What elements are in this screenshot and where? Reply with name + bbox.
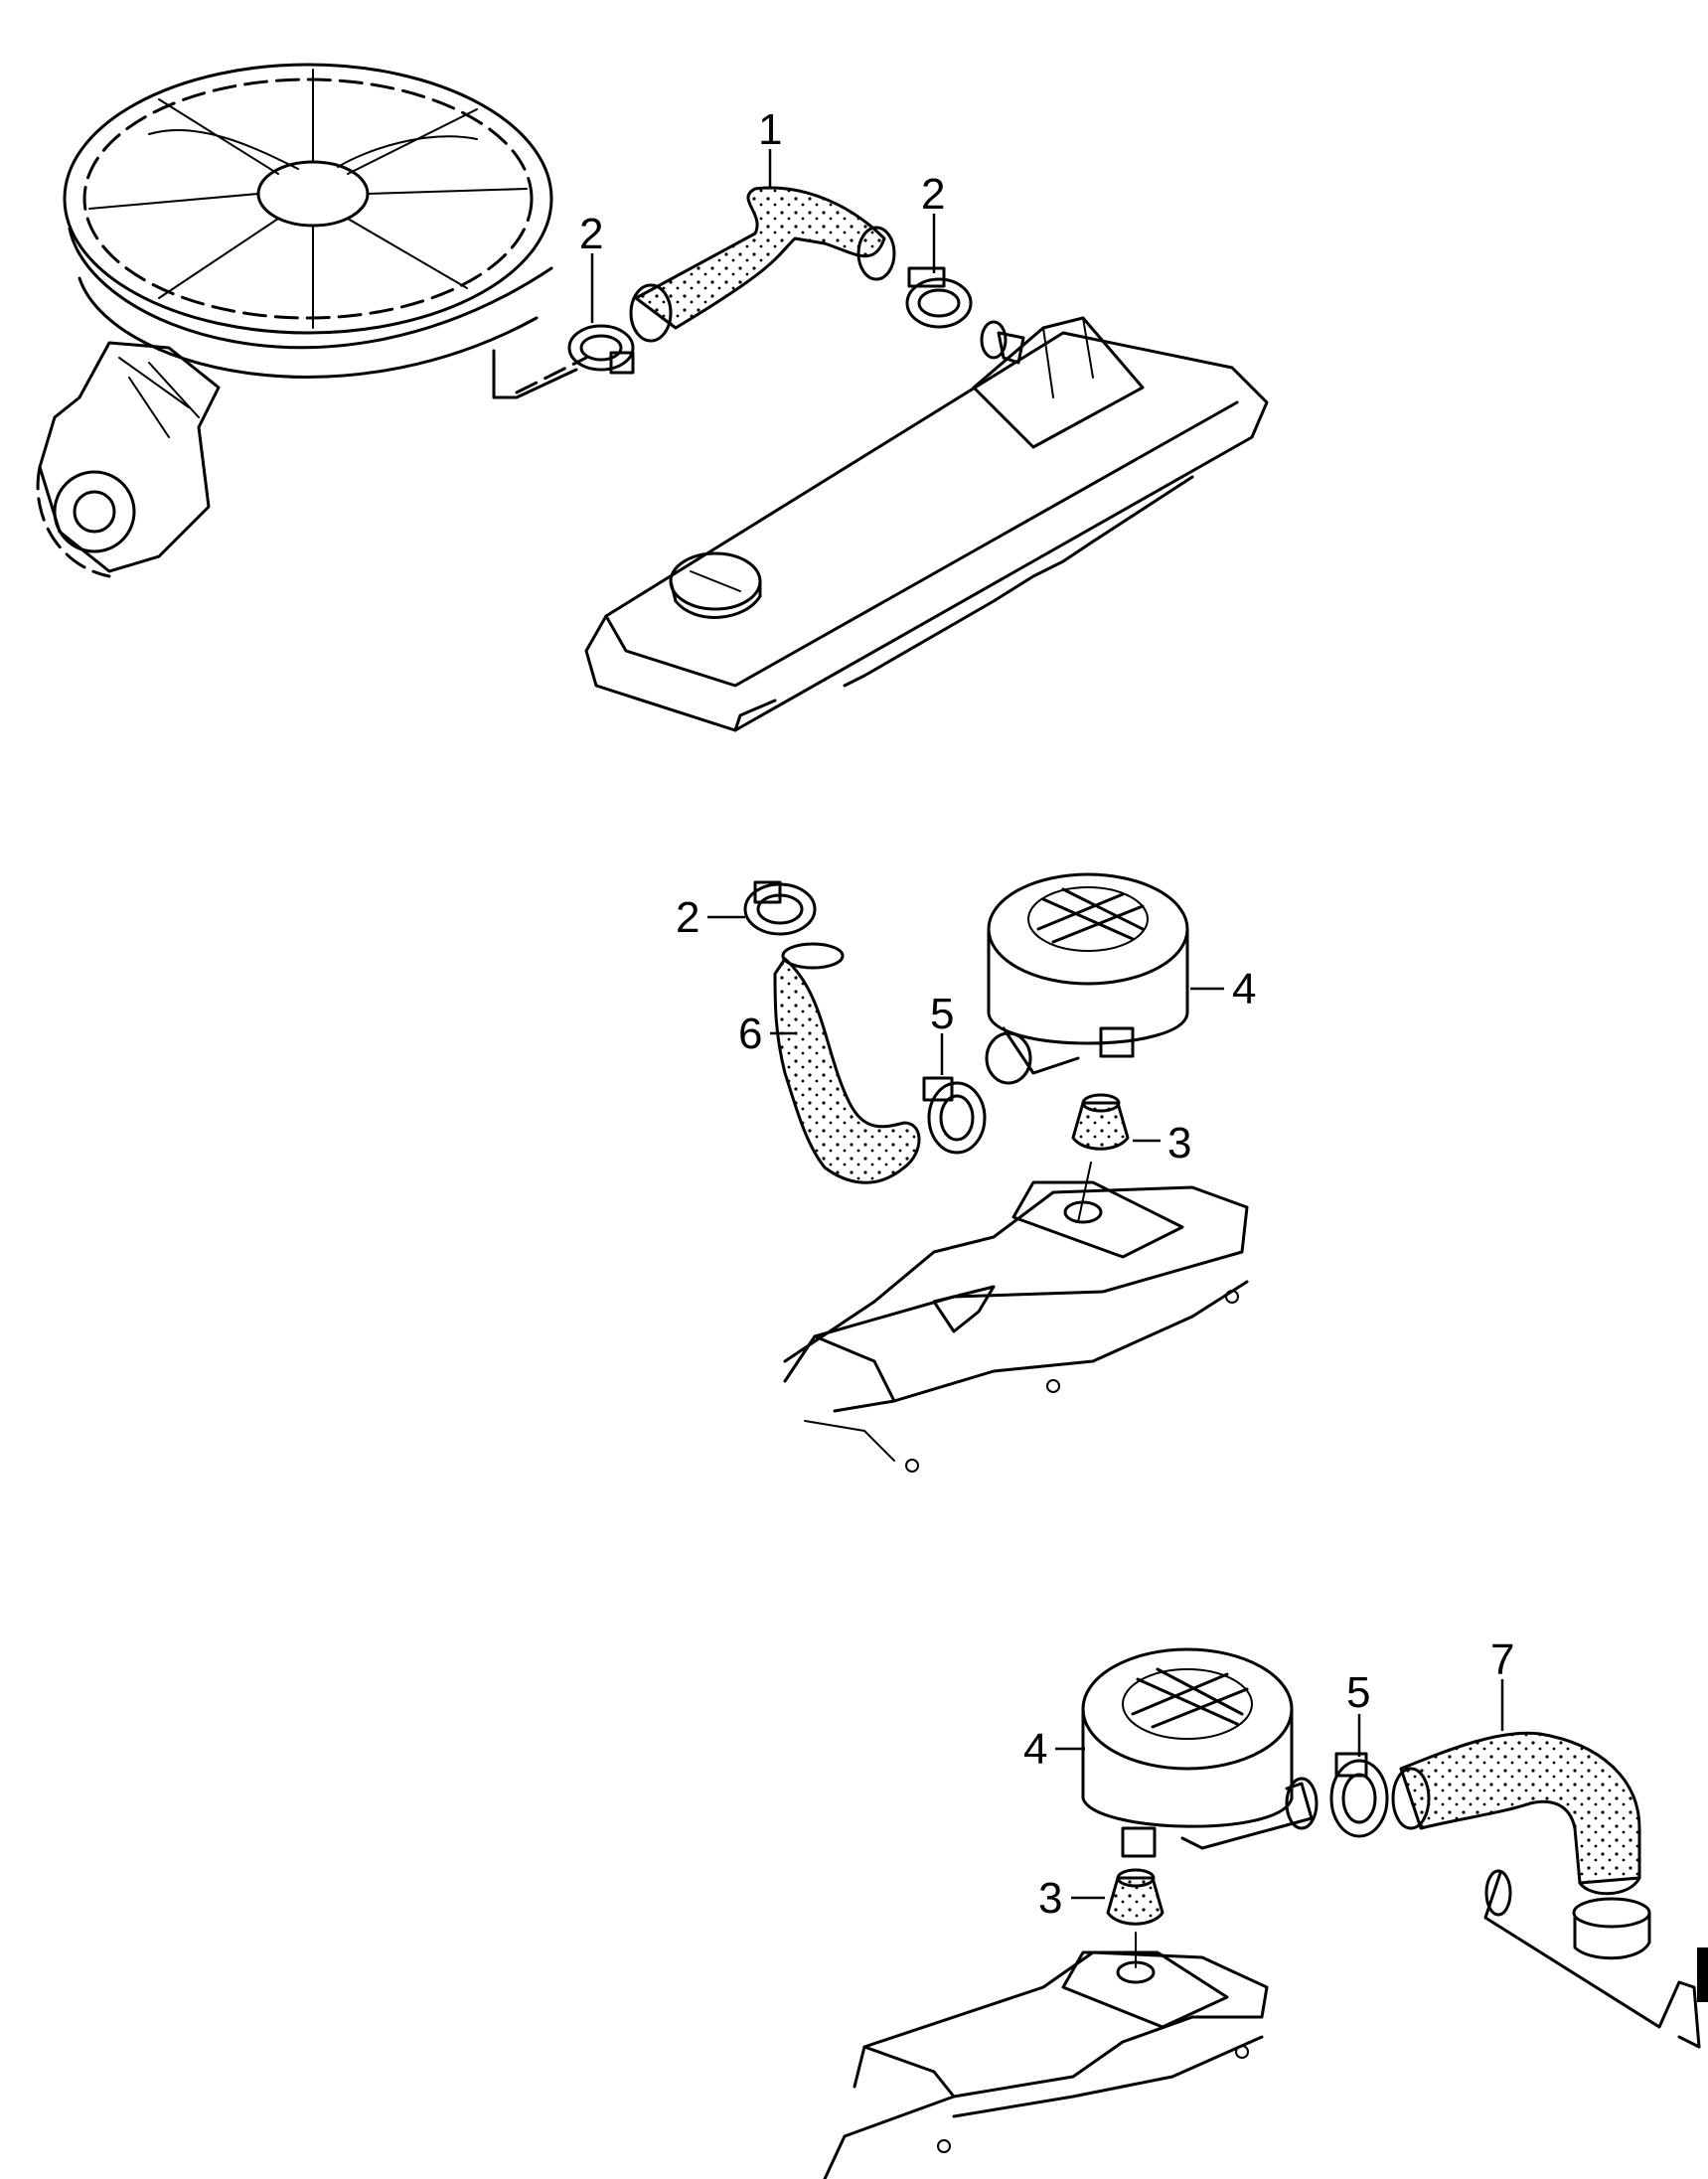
clamp-2-middle	[743, 880, 817, 936]
label-4-middle-group: 4	[1190, 965, 1256, 1013]
grommet-3-bottom	[1106, 1868, 1165, 1926]
middle-assembly: 2 4 5 6 3	[676, 872, 1256, 1473]
top-assembly: 1 2 2	[36, 63, 1269, 732]
label-2-right: 2	[921, 170, 945, 219]
label-4-bottom-group: 4	[1023, 1725, 1085, 1774]
label-5-middle: 5	[930, 990, 954, 1038]
label-5-middle-group: 5	[930, 990, 954, 1075]
pipe-connector	[1483, 1869, 1708, 2049]
clamp-5-bottom	[1329, 1752, 1389, 1838]
valve-cover-bottom	[823, 1950, 1269, 2179]
label-2-left: 2	[579, 210, 603, 258]
label-4-middle: 4	[1232, 965, 1256, 1013]
label-1-group: 1	[758, 105, 782, 189]
grommet-3-middle	[1071, 1093, 1130, 1151]
label-2-left-group: 2	[579, 210, 603, 323]
air-filter-housing	[36, 63, 553, 578]
label-3-middle-group: 3	[1133, 1119, 1191, 1167]
label-7: 7	[1490, 1635, 1514, 1684]
label-5-bottom-group: 5	[1346, 1668, 1370, 1757]
bottom-assembly: 4 3 5 7	[823, 1635, 1708, 2179]
label-4-bottom: 4	[1023, 1725, 1047, 1774]
label-2-middle-group: 2	[676, 893, 745, 942]
connection-line	[492, 349, 578, 399]
label-3-bottom: 3	[1038, 1874, 1062, 1923]
breather-4-middle	[985, 872, 1189, 1085]
clamp-5-middle	[922, 1076, 987, 1155]
label-3-bottom-group: 3	[1038, 1874, 1105, 1923]
label-7-group: 7	[1490, 1635, 1514, 1731]
breather-4-bottom	[1081, 1647, 1319, 1858]
label-3-middle: 3	[1167, 1119, 1191, 1167]
clamp-2-right	[905, 266, 973, 329]
valve-cover-middle	[783, 1180, 1249, 1473]
label-1: 1	[758, 105, 782, 154]
label-2-right-group: 2	[921, 170, 945, 273]
clamp-2-left	[567, 324, 635, 375]
label-6-group: 6	[738, 1010, 795, 1058]
label-6: 6	[738, 1010, 762, 1058]
label-5-bottom: 5	[1346, 1668, 1370, 1717]
label-2-middle: 2	[676, 893, 699, 942]
valve-cover-top	[584, 316, 1269, 732]
